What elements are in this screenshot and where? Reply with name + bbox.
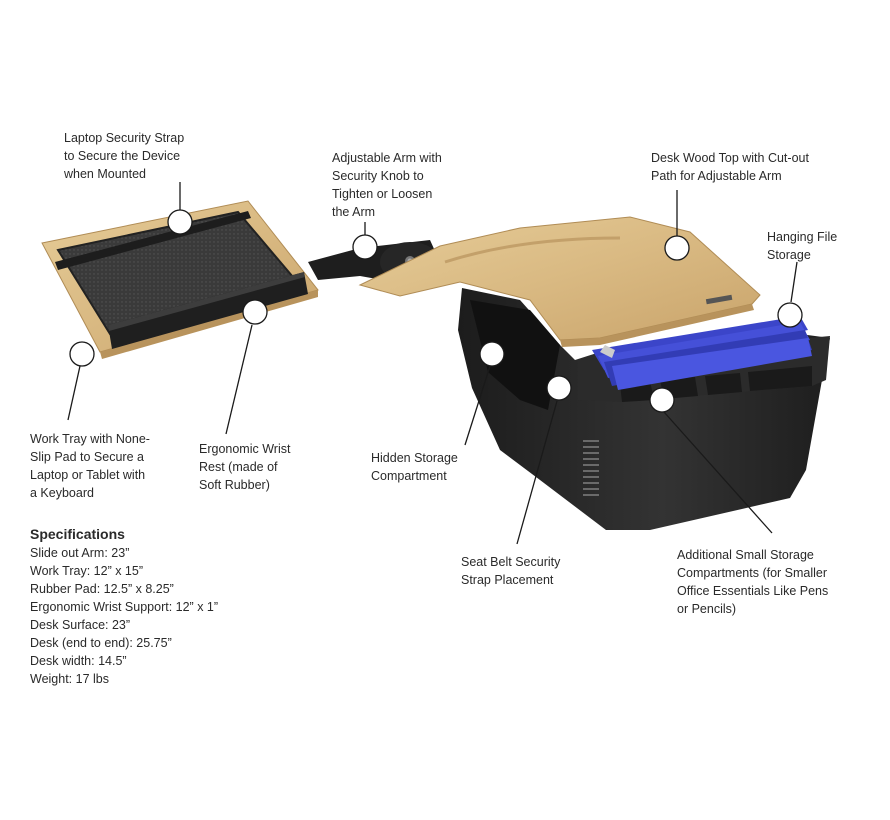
- callout-desk-top: Desk Wood Top with Cut-out Path for Adju…: [651, 151, 809, 183]
- specifications: Specifications Slide out Arm: 23” Work T…: [30, 524, 218, 688]
- leader-lines: [67, 182, 798, 545]
- callout-laptop-strap: Laptop Security Strap to Secure the Devi…: [64, 131, 185, 181]
- callout-adjustable-arm: Adjustable Arm with Security Knob to Tig…: [332, 151, 442, 219]
- spec-line: Slide out Arm: 23”: [30, 546, 130, 560]
- callout-work-tray: Work Tray with None- Slip Pad to Secure …: [30, 432, 150, 500]
- spec-line: Desk (end to end): 25.75”: [30, 636, 172, 650]
- marker-laptop-strap: [167, 209, 193, 235]
- spec-line: Ergonomic Wrist Support: 12” x 1”: [30, 600, 219, 614]
- spec-line: Weight: 17 lbs: [30, 672, 109, 686]
- marker-adjustable-arm: [352, 234, 378, 260]
- work-tray: [41, 200, 319, 359]
- hanging-files: [592, 316, 812, 390]
- callout-hidden-storage: Hidden Storage Compartment: [371, 451, 458, 483]
- marker-desk-top: [664, 235, 690, 261]
- spec-line: Desk Surface: 23”: [30, 618, 131, 632]
- marker-hidden-storage: [479, 341, 505, 367]
- spec-line: Desk width: 14.5”: [30, 654, 127, 668]
- callout-hanging-file: Hanging File Storage: [767, 230, 838, 262]
- marker-small-storage: [649, 387, 675, 413]
- callout-small-storage: Additional Small Storage Compartments (f…: [677, 548, 829, 616]
- marker-seat-belt: [546, 375, 572, 401]
- desk-wood-top: [358, 216, 761, 347]
- marker-wrist-rest: [242, 299, 268, 325]
- callout-markers: [69, 209, 803, 413]
- marker-hanging-file: [777, 302, 803, 328]
- spec-line: Work Tray: 12” x 15”: [30, 564, 143, 578]
- callout-seat-belt: Seat Belt Security Strap Placement: [461, 555, 561, 587]
- callout-wrist-rest: Ergonomic Wrist Rest (made of Soft Rubbe…: [199, 442, 291, 492]
- marker-work-tray: [69, 341, 95, 367]
- specifications-title: Specifications: [30, 526, 125, 542]
- spec-line: Rubber Pad: 12.5” x 8.25”: [30, 582, 174, 596]
